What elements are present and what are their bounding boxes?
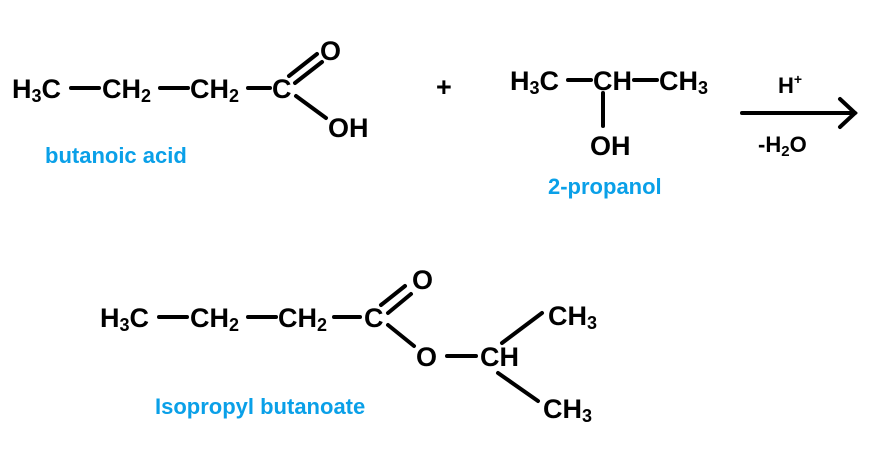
double-bond [293, 60, 324, 85]
bond [500, 311, 544, 345]
butanoic-acid-structure: H3C CH2 CH2 C O OH butanoic acid [12, 36, 369, 168]
ch3-group-bottom: CH3 [543, 394, 592, 426]
ch-group: CH [480, 342, 519, 372]
double-bond [287, 52, 319, 78]
carboxyl-carbon: C [272, 74, 292, 104]
2-propanol-structure: H3C CH CH3 OH 2-propanol [510, 66, 708, 199]
h3c-group: H3C [12, 74, 61, 106]
bond [496, 371, 540, 403]
bond [294, 94, 328, 120]
catalyst-label: H+ [778, 71, 802, 98]
hydroxyl: OH [590, 131, 631, 161]
byproduct-label: -H2O [758, 132, 807, 160]
ch2-group: CH2 [278, 303, 327, 335]
ch2-group: CH2 [102, 74, 151, 106]
isopropyl-butanoate-structure: H3C CH2 CH2 C O O CH CH3 CH3 Isopropyl b… [100, 265, 597, 426]
ester-oxygen: O [416, 342, 437, 372]
ch2-group: CH2 [190, 74, 239, 106]
compound-name: 2-propanol [548, 174, 662, 199]
compound-name: butanoic acid [45, 143, 187, 168]
ch-group: CH [593, 66, 632, 96]
double-bond [386, 292, 413, 315]
ch2-group: CH2 [190, 303, 239, 335]
ch3-group: CH3 [659, 66, 708, 98]
plus-sign: + [436, 72, 452, 102]
oxygen: O [320, 36, 341, 66]
double-bond [379, 284, 407, 307]
h3c-group: H3C [100, 303, 149, 335]
arrow-head-icon [838, 97, 858, 129]
bond [386, 323, 416, 348]
h3c-group: H3C [510, 66, 559, 98]
hydroxyl: OH [328, 113, 369, 143]
carbonyl-oxygen: O [412, 265, 433, 295]
compound-name: Isopropyl butanoate [155, 394, 365, 419]
ch3-group-top: CH3 [548, 301, 597, 333]
carbonyl-carbon: C [364, 303, 384, 333]
reaction-arrow: H+ -H2O [740, 71, 858, 160]
